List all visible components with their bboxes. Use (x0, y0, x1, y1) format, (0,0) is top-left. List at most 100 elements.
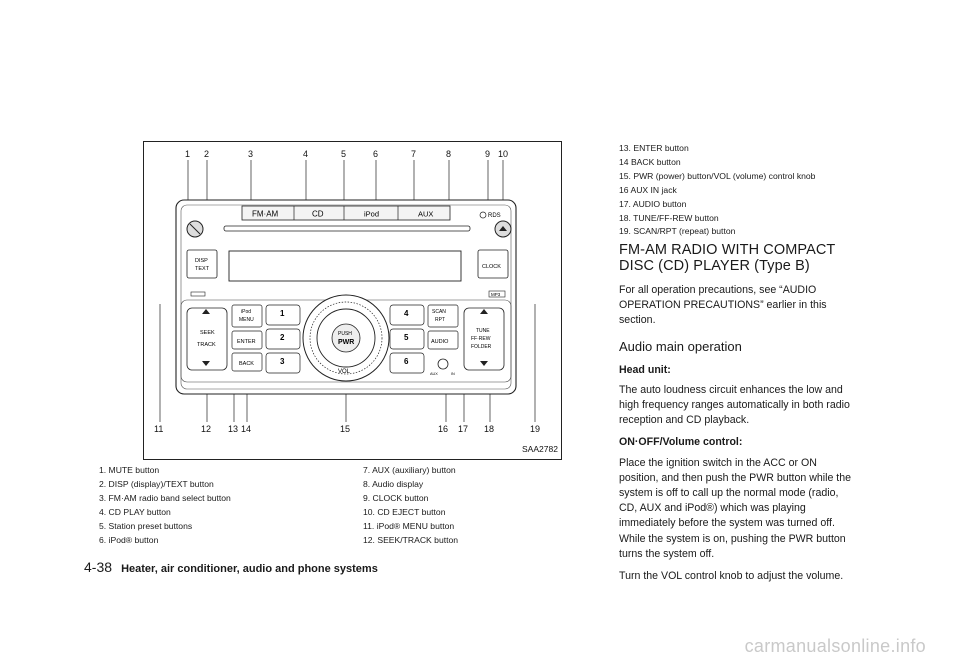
radio-illustration: 1 2 3 4 5 6 7 8 9 10 11 12 13 14 15 16 1… (154, 149, 558, 454)
caption-item: 16 AUX IN jack (619, 184, 677, 195)
caption-item: 14 BACK button (619, 156, 681, 167)
callout-numbers: 1 2 3 4 5 6 7 8 9 10 11 12 13 14 15 16 1… (154, 149, 540, 434)
watermark: carmanualsonline.info (744, 636, 926, 656)
subheading: Audio main operation (619, 338, 742, 354)
clock-label: CLOCK (482, 264, 501, 270)
vol-label: VOL (338, 369, 351, 375)
callout-15: 15 (340, 424, 350, 434)
seek-track-button (186, 307, 228, 371)
tune-button (463, 307, 505, 371)
track-label: TRACK (197, 342, 216, 348)
figure-code: SAA2782 (522, 444, 558, 454)
intro-paragraph: For all operation precautions, see “AUDI… (619, 284, 827, 327)
caption-item: 7. AUX (auxiliary) button (363, 465, 456, 475)
pwr-label: PWR (338, 339, 354, 346)
preset-2-label: 2 (280, 333, 285, 342)
callout-4: 4 (303, 149, 308, 159)
caption-item: 9. CLOCK button (363, 492, 429, 503)
preset-6-label: 6 (404, 357, 409, 366)
caption-item: 8. Audio display (363, 478, 424, 489)
caption-list-right: 13. ENTER button 14 BACK button 15. PWR … (619, 142, 815, 239)
callout-10: 10 (498, 149, 508, 159)
callout-18: 18 (484, 424, 494, 434)
back-button (231, 352, 263, 372)
disp-text-button (186, 249, 218, 279)
band-tab-ipod: iPod (364, 210, 379, 219)
preset-5-label: 5 (404, 333, 409, 342)
clock-button (477, 249, 509, 279)
caption-item: 18. TUNE/FF-REW button (619, 212, 719, 223)
caption-item: 15. PWR (power) button/VOL (volume) cont… (619, 170, 816, 181)
audio-button (427, 330, 459, 350)
ipod-label: iPod (241, 309, 251, 315)
callout-1: 1 (185, 149, 190, 159)
caption-item: 17. AUDIO button (619, 198, 687, 209)
text-label: TEXT (195, 266, 210, 272)
page-footer: 4-38 Heater, air conditioner, audio and … (84, 559, 378, 575)
ipod-menu-button (231, 304, 263, 328)
caption-item: 4. CD PLAY button (99, 506, 171, 517)
scan-rpt-button (427, 304, 459, 328)
callout-16: 16 (438, 424, 448, 434)
chapter-title: Heater, air conditioner, audio and phone… (121, 563, 378, 575)
caption-list-left: 1. MUTE button 2. DISP (display)/TEXT bu… (99, 464, 231, 547)
band-tab-cd: CD (312, 210, 324, 219)
preset-2-button (265, 328, 301, 350)
head-unit-paragraph: The auto loudness circuit enhances the l… (619, 383, 850, 427)
preset-3-label: 3 (280, 357, 285, 366)
callout-2: 2 (204, 149, 209, 159)
callout-12: 12 (201, 424, 211, 434)
onoff-heading: ON·OFF/Volume control: (619, 436, 743, 449)
callout-13: 13 (228, 424, 238, 434)
page-number: 4-38 (84, 559, 113, 575)
caption-item: 13. ENTER button (619, 143, 689, 153)
callout-9: 9 (485, 149, 490, 159)
ffrew-label: FF·REW (471, 336, 491, 342)
aux-label: AUX (430, 372, 438, 376)
disp-label: DISP (195, 258, 208, 264)
preset-4-label: 4 (404, 309, 409, 318)
callout-11: 11 (154, 424, 163, 434)
callout-17: 17 (458, 424, 468, 434)
in-label: IN (451, 372, 455, 376)
head-unit-heading: Head unit: (619, 363, 671, 376)
caption-list-middle: 7. AUX (auxiliary) button 8. Audio displ… (363, 464, 458, 547)
rpt-label: RPT (435, 317, 445, 323)
folder-label: FOLDER (471, 344, 492, 350)
audio-label: AUDIO (431, 339, 449, 345)
caption-item: 11. iPod® MENU button (363, 520, 455, 531)
caption-item: 19. SCAN/RPT (repeat) button (619, 226, 736, 237)
mp3-logo: MP3 (491, 292, 501, 297)
preset-1-label: 1 (280, 309, 285, 318)
enter-label: ENTER (237, 339, 256, 345)
cd-slot (223, 225, 471, 232)
caption-item: 10. CD EJECT button (363, 506, 446, 517)
rds-logo: RDS (488, 213, 501, 219)
caption-item: 2. DISP (display)/TEXT button (99, 478, 214, 489)
rds-icon (479, 211, 487, 219)
callout-7: 7 (411, 149, 416, 159)
caption-item: 12. SEEK/TRACK button (363, 534, 459, 545)
scan-label: SCAN (432, 309, 446, 315)
band-tab-aux: AUX (418, 210, 433, 219)
preset-1-button (265, 304, 301, 326)
vol-paragraph: Turn the VOL control knob to adjust the … (619, 570, 844, 583)
callout-8: 8 (446, 149, 451, 159)
tune-label: TUNE (476, 328, 490, 334)
main-text-column: FM-AM RADIO WITH COMPACT DISC (CD) PLAYE… (619, 242, 855, 591)
pwr-button (331, 323, 361, 353)
callout-3: 3 (248, 149, 253, 159)
enter-button (231, 330, 263, 350)
push-label: PUSH (338, 331, 352, 337)
callout-19: 19 (530, 424, 540, 434)
caption-item: 5. Station preset buttons (99, 520, 193, 531)
section-title: FM-AM RADIO WITH COMPACT DISC (CD) PLAYE… (619, 242, 836, 274)
callout-6: 6 (373, 149, 378, 159)
band-tab-fmam: FM·AM (252, 210, 279, 219)
caption-item: 6. iPod® button (99, 534, 159, 545)
preset-5-button (389, 328, 425, 350)
radio-unit: FM·AM CD iPod AUX RDS DISP TEXT CLOCK MP… (175, 199, 517, 395)
preset-6-button (389, 352, 425, 374)
aux-jack-icon (437, 358, 449, 370)
seek-label: SEEK (200, 330, 215, 336)
